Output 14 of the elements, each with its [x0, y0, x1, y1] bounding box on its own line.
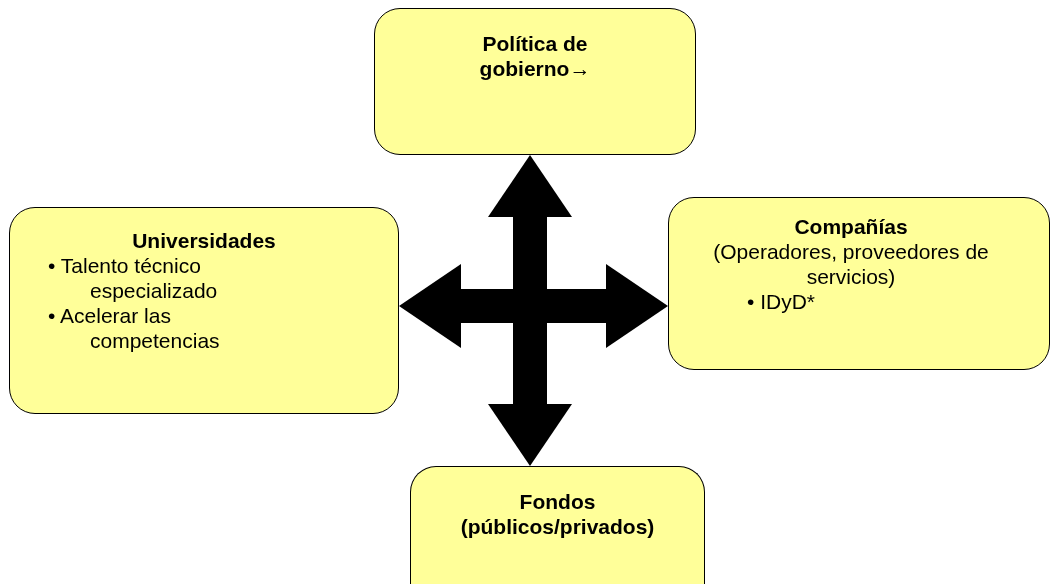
funds-box [410, 466, 705, 584]
box-heading: Fondos (públicos/privados) [459, 489, 656, 539]
companies-box [668, 197, 1050, 370]
box-heading: Universidades [131, 228, 277, 253]
box-heading: Compañías [793, 214, 909, 239]
box-subtitle: (Operadores, proveedores de servicios) [712, 239, 990, 289]
box-heading: Política de gobierno→ [478, 31, 592, 81]
double-headed-arrow [488, 155, 572, 466]
double-headed-arrow [399, 264, 668, 348]
universities-box [9, 207, 399, 414]
bullet-item: • Talento técnico especializado [47, 253, 219, 303]
bullet-item: • IDyD* [746, 289, 817, 314]
policy-box [374, 8, 696, 155]
bullet-item: • Acelerar las competencias [47, 303, 221, 353]
